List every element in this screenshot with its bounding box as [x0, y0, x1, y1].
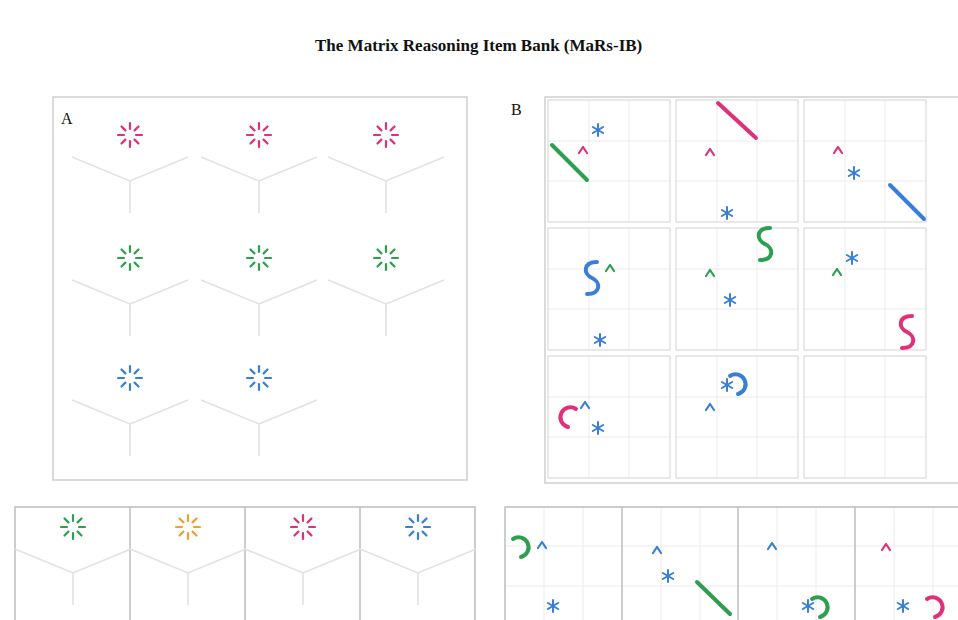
panel-b [545, 97, 958, 483]
panel-a [53, 97, 467, 480]
panel-label: A [61, 110, 73, 128]
panel-label: B [511, 101, 522, 119]
answers-a [15, 507, 476, 620]
answers-b [505, 507, 958, 620]
figure-title: The Matrix Reasoning Item Bank (MaRs-IB) [315, 36, 642, 56]
